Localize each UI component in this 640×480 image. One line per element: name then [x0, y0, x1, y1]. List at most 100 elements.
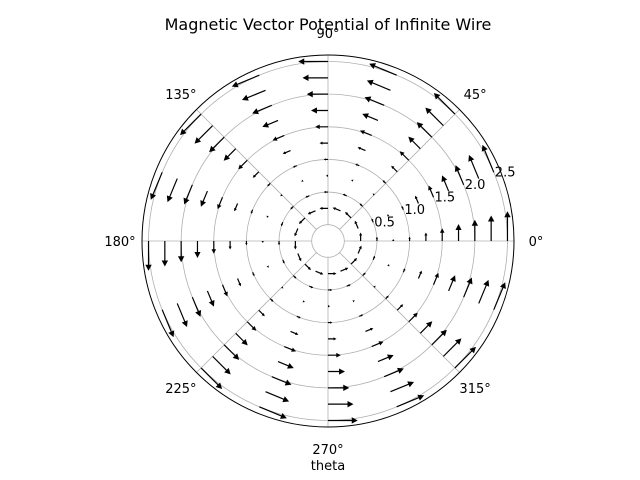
quiver-arrow — [351, 179, 354, 182]
quiver-arrow — [266, 265, 269, 268]
quiver-arrow — [221, 284, 228, 297]
quiver-arrow — [277, 361, 294, 369]
quiver-arrow — [245, 241, 248, 246]
quiver-arrow — [231, 74, 260, 88]
quiver-arrow — [392, 239, 395, 241]
quiver-arrow — [150, 172, 163, 200]
quiver-arrow — [176, 303, 188, 327]
quiver-arrow — [307, 210, 316, 215]
r-tick-label: 2.0 — [465, 178, 486, 193]
quiver-arrow — [191, 296, 202, 317]
quiver-arrow — [340, 267, 349, 272]
quiver-arrow — [414, 195, 419, 204]
quiver-arrow — [183, 184, 193, 205]
quiver-arrow — [454, 165, 465, 186]
theta-tick-label: 225° — [165, 382, 196, 397]
theta-grid-spoke — [196, 252, 317, 373]
quiver-arrow — [323, 190, 328, 194]
quiver-arrow — [328, 321, 333, 324]
quiver-arrow — [252, 104, 273, 115]
quiver-arrow — [266, 215, 269, 218]
quiver-arrow — [246, 321, 257, 331]
theta-tick-label: 315° — [459, 382, 490, 397]
quiver-arrow — [328, 417, 358, 424]
quiver-arrow — [261, 241, 264, 243]
quiver-arrow — [180, 113, 202, 136]
quiver-arrow — [200, 367, 223, 389]
quiver-arrow — [385, 295, 389, 300]
chart-title: Magnetic Vector Potential of Infinite Wi… — [165, 15, 492, 34]
quiver-arrow — [328, 305, 330, 308]
quiver-arrow — [281, 286, 284, 289]
polar-frame — [141, 54, 515, 428]
quiver-arrow — [401, 205, 404, 211]
quiver-arrow — [315, 124, 328, 130]
quiver-arrow — [408, 236, 411, 241]
quiver-arrow — [292, 165, 298, 168]
quiver-arrow — [375, 236, 379, 241]
quiver-arrow — [212, 355, 231, 375]
quiver-arrow — [387, 264, 390, 267]
quiver-arrow — [228, 241, 232, 250]
quiver-arrow — [362, 113, 379, 121]
r-tick-label: 1.5 — [435, 190, 456, 205]
quiver-arrow — [177, 241, 185, 263]
quiver-arrow — [455, 224, 462, 241]
quiver-arrow — [211, 241, 217, 254]
quiver-arrow — [328, 272, 337, 276]
quiver-arrow — [259, 406, 287, 419]
quiver-arrow — [235, 332, 248, 346]
tick-labels: 0°45°90°135°180°225°270°315°0.51.01.52.0… — [104, 27, 543, 458]
quiver-arrow — [304, 263, 311, 271]
quiver-arrow — [262, 119, 279, 128]
quiver-arrow — [250, 209, 254, 214]
r-tick-label: 2.5 — [495, 165, 516, 180]
theta-tick-label: 45° — [464, 88, 487, 103]
quiver-arrow — [372, 193, 375, 196]
quiver-arrow — [297, 253, 302, 262]
quiver-arrow — [223, 344, 240, 360]
quiver-arrow — [319, 206, 328, 210]
quiver-arrow — [305, 195, 310, 198]
theta-tick-label: 90° — [316, 27, 339, 42]
quiver-arrow — [166, 178, 178, 203]
quiver-arrow — [234, 203, 239, 212]
quiver-arrow — [355, 163, 360, 167]
quiver-arrow — [350, 258, 358, 265]
quiver-arrow — [382, 180, 387, 184]
quiver-arrow — [290, 330, 299, 335]
quiver-arrow — [416, 122, 433, 138]
quiver-arrow — [258, 309, 265, 317]
quiver-arrow — [328, 352, 341, 358]
quiver-arrow — [377, 354, 394, 363]
quiver-arrow — [282, 150, 291, 155]
quiver-arrow — [371, 218, 374, 223]
quiver-arrow — [383, 367, 404, 378]
quiver-arrow — [298, 217, 306, 224]
quiver-arrow — [294, 228, 299, 237]
quiver-arrow — [242, 89, 266, 101]
quiver-arrow — [454, 346, 476, 369]
quiver-arrow — [319, 141, 328, 145]
quiver-arrow — [209, 136, 225, 153]
quiver-arrow — [369, 63, 397, 76]
quiver-arrow — [433, 93, 456, 115]
quiver-arrow — [272, 134, 285, 141]
quiver-arrow — [237, 278, 242, 287]
quiver-arrow — [387, 214, 390, 217]
quiver-arrow — [408, 136, 421, 150]
quiver-arrow — [424, 232, 428, 241]
quiver-arrow — [296, 315, 301, 319]
quiver-arrow — [326, 174, 328, 177]
quiver-arrow — [419, 321, 433, 334]
quiver-arrow — [298, 58, 328, 65]
quiver-arrow — [290, 205, 294, 210]
quiver-arrow — [439, 228, 445, 241]
quiver-arrow — [277, 241, 281, 246]
quiver-arrow — [306, 90, 328, 98]
quiver-arrow — [468, 155, 480, 179]
theta-tick-label: 0° — [529, 235, 544, 250]
quiver-arrow — [358, 314, 364, 317]
quiver-arrow — [364, 96, 385, 106]
